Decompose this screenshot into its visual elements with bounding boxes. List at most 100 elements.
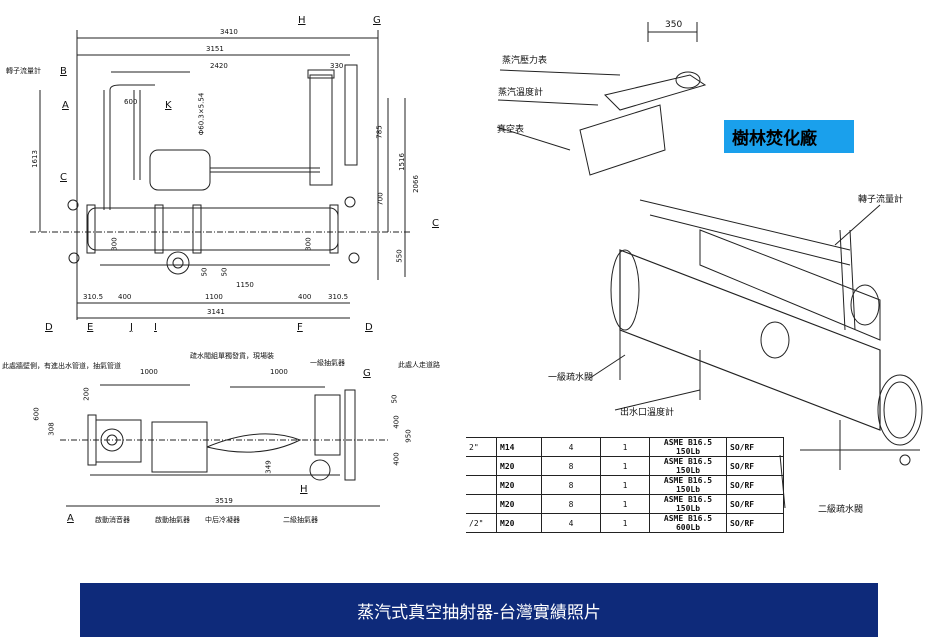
- note-first-stage-ejector: 一級抽氣器: [310, 359, 345, 367]
- table-cell: 1: [600, 475, 650, 495]
- table-cell: SO/RF: [726, 494, 784, 514]
- dim-600: 600: [32, 407, 41, 421]
- dim-785: 785: [375, 125, 384, 139]
- dim-400-left: 400: [118, 293, 132, 301]
- table-cell: SO/RF: [726, 437, 784, 457]
- dim-50: 50: [390, 394, 399, 404]
- dim-2066: 2066: [411, 175, 420, 193]
- label-second-stage-trap: 二級疏水閥: [818, 505, 864, 515]
- label-C-left: C: [60, 172, 67, 183]
- table-cell: ASME B16.5 150Lb: [649, 456, 727, 476]
- label-I: I: [154, 322, 157, 333]
- dim-300-right: 300: [304, 237, 313, 251]
- table-cell: 1: [600, 456, 650, 476]
- table-cell: M20: [496, 513, 542, 533]
- dim-1613: 1613: [30, 150, 39, 168]
- dim-550: 550: [395, 249, 404, 263]
- dim-400-right: 400: [298, 293, 312, 301]
- table-cell: 8: [541, 494, 601, 514]
- note-walkway: 此處人走道路: [398, 361, 440, 369]
- label-vacuum-gauge: 真空表: [497, 125, 525, 135]
- note-trap-shipping: 疏水閥組單獨發貨，現場裝: [190, 352, 274, 360]
- dim-310-left: 310.5: [83, 293, 104, 301]
- table-cell: M20: [496, 475, 542, 495]
- dim-308: 308: [47, 422, 56, 436]
- isometric-view-drawing: [496, 22, 923, 509]
- dim-1000-right: 1000: [270, 368, 288, 376]
- table-cell: 4: [541, 437, 601, 457]
- label-rotameter: 轉子流量計: [858, 195, 904, 205]
- label-steam-thermometer: 蒸汽溫度計: [498, 88, 544, 98]
- table-cell: [466, 456, 497, 476]
- label-E: E: [87, 322, 94, 333]
- label-H: H: [298, 15, 306, 26]
- table-cell: M20: [496, 456, 542, 476]
- part-startup-ejector: 啟動抽氣器: [155, 516, 190, 524]
- dim-349: 349: [264, 460, 273, 474]
- dim-350: 350: [665, 20, 683, 30]
- dim-700: 700: [376, 192, 385, 206]
- dim-3519: 3519: [215, 497, 233, 505]
- dim-330: 330: [330, 62, 344, 70]
- table-cell: M20: [496, 494, 542, 514]
- dim-50-b: 50: [220, 267, 229, 277]
- table-cell: SO/RF: [726, 456, 784, 476]
- footer-banner: 蒸汽式真空抽射器-台灣實績照片: [80, 583, 878, 637]
- dim-2420: 2420: [210, 62, 228, 70]
- footer-title: 蒸汽式真空抽射器-台灣實績照片: [357, 602, 601, 623]
- table-cell: 1: [600, 494, 650, 514]
- dim-400-a: 400: [392, 415, 401, 429]
- dim-1516: 1516: [397, 153, 406, 171]
- dim-300-left: 300: [110, 237, 119, 251]
- label-D-left: D: [45, 322, 53, 333]
- label-F: F: [297, 322, 303, 333]
- dim-3151: 3151: [206, 45, 224, 53]
- dim-1150: 1150: [236, 281, 254, 289]
- dim-310-right: 310.5: [328, 293, 349, 301]
- table-cell: ASME B16.5 150Lb: [649, 437, 727, 457]
- dim-pipe: Φ60.3×5.54: [197, 92, 206, 136]
- label-B: B: [60, 66, 67, 77]
- table-cell: SO/RF: [726, 475, 784, 495]
- label-J: J: [130, 322, 133, 333]
- label-outlet-thermometer: 出水口溫度計: [620, 408, 675, 418]
- dim-1000-left: 1000: [140, 368, 158, 376]
- table-cell: [466, 475, 497, 495]
- label-K: K: [165, 100, 172, 111]
- label-C-right: C: [432, 218, 439, 229]
- dim-3410: 3410: [220, 28, 238, 36]
- dim-400-b: 400: [392, 452, 401, 466]
- table-cell: 8: [541, 475, 601, 495]
- table-cell: M14: [496, 437, 542, 457]
- table-cell: 1: [600, 437, 650, 457]
- dim-200: 200: [82, 387, 91, 401]
- dim-3141: 3141: [207, 308, 225, 316]
- dim-1100: 1100: [205, 293, 223, 301]
- table-cell: SO/RF: [726, 513, 784, 533]
- dim-50-a: 50: [200, 267, 209, 277]
- label-A: A: [62, 100, 69, 111]
- label-D-right: D: [365, 322, 373, 333]
- part-startup-silencer: 啟動消音器: [95, 516, 130, 524]
- label-steam-pressure-gauge: 蒸汽壓力表: [502, 56, 548, 66]
- table-cell: [466, 494, 497, 514]
- front-view-drawing: [30, 30, 410, 320]
- table-cell: 4: [541, 513, 601, 533]
- dim-950: 950: [404, 429, 413, 443]
- table-cell: 1: [600, 513, 650, 533]
- label-G: G: [373, 15, 381, 26]
- dim-600: 600: [124, 98, 138, 106]
- note-wall-side: 此處牆壁側，有進出水管道，抽氣管道: [2, 362, 121, 370]
- label-first-stage-trap: 一級疏水閥: [548, 373, 594, 383]
- table-cell: ASME B16.5 150Lb: [649, 494, 727, 514]
- table-cell: /2": [466, 513, 497, 533]
- top-label-H: H: [300, 484, 308, 495]
- top-label-A: A: [67, 513, 74, 524]
